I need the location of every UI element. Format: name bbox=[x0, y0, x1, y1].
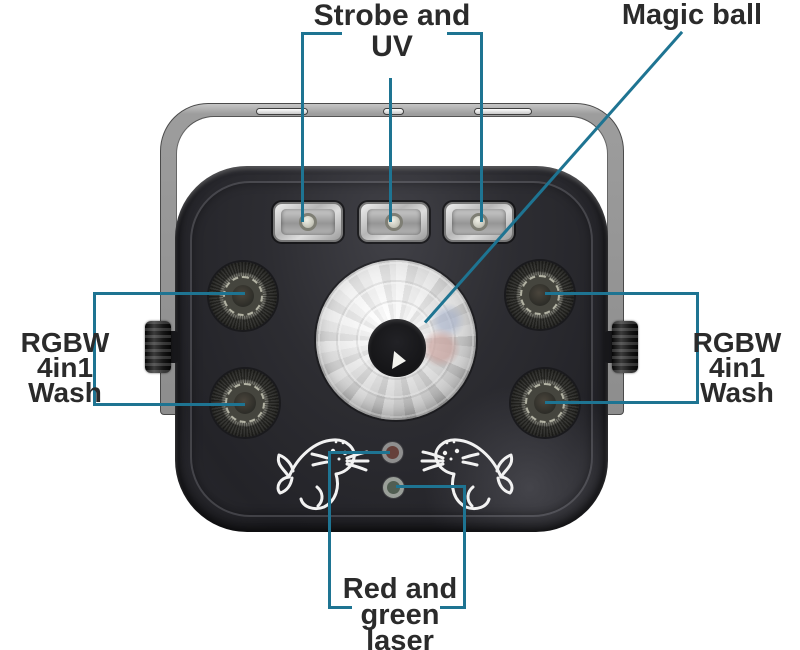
laser-callout-line bbox=[328, 606, 352, 609]
strobe-led-chip bbox=[470, 213, 488, 231]
strobe-callout-line bbox=[447, 32, 483, 35]
magic-ball-glint bbox=[392, 351, 406, 369]
laser-label-line2: green bbox=[360, 599, 440, 631]
strobe-uv-led-1 bbox=[273, 202, 343, 242]
wash-left-callout-line bbox=[93, 292, 96, 406]
wash-led-ring bbox=[223, 276, 263, 316]
magic-ball-lens bbox=[368, 319, 426, 377]
laser-callout-line bbox=[463, 485, 466, 609]
wash-led-core bbox=[234, 392, 256, 414]
seal-right bbox=[420, 438, 514, 511]
wash-left-label-line2: Wash bbox=[28, 377, 102, 408]
laser-label: Red and green laser bbox=[320, 573, 480, 650]
wash-left-callout-line bbox=[93, 403, 245, 406]
wash-led-top-left bbox=[209, 262, 277, 330]
strobe-callout-line bbox=[480, 32, 483, 222]
wash-right-callout-line bbox=[545, 292, 699, 295]
wash-left-callout-line bbox=[93, 292, 245, 295]
strobe-uv-label-line2: UV bbox=[371, 30, 413, 63]
wash-right-callout-line bbox=[696, 292, 699, 404]
bracket-slot-left bbox=[256, 108, 308, 115]
bracket-slot-right bbox=[474, 108, 532, 115]
wash-right-label-line2: Wash bbox=[700, 377, 774, 408]
right-side-knob bbox=[612, 321, 638, 373]
strobe-callout-line bbox=[389, 78, 392, 222]
strobe-callout-line bbox=[301, 32, 304, 222]
wash-right-label-line1: RGBW 4in1 bbox=[692, 327, 782, 383]
wash-right-label: RGBW 4in1 Wash bbox=[670, 327, 800, 408]
laser-label-line1: Red and bbox=[342, 573, 458, 605]
wash-led-core bbox=[232, 285, 254, 307]
magic-ball bbox=[316, 260, 476, 420]
bracket-slot-center bbox=[383, 108, 404, 115]
laser-label-line3: laser bbox=[366, 625, 434, 650]
strobe-uv-label: Strobe and UV bbox=[292, 0, 492, 62]
wash-led-top-right bbox=[506, 261, 574, 329]
strobe-uv-led-2 bbox=[359, 202, 429, 242]
laser-callout-line bbox=[328, 451, 390, 454]
laser-callout-line bbox=[328, 451, 331, 609]
laser-callout-line bbox=[440, 606, 466, 609]
left-side-knob bbox=[145, 321, 171, 373]
wash-right-callout-line bbox=[545, 401, 699, 404]
wash-led-ring bbox=[520, 275, 560, 315]
wash-left-label: RGBW 4in1 Wash bbox=[0, 327, 132, 408]
strobe-led-chip bbox=[385, 213, 403, 231]
laser-callout-line bbox=[396, 485, 466, 488]
strobe-callout-line bbox=[302, 32, 342, 35]
magic-ball-label: Magic ball bbox=[612, 0, 772, 31]
magic-ball-label-text: Magic ball bbox=[621, 0, 763, 31]
strobe-uv-label-line1: Strobe and bbox=[313, 0, 471, 32]
wash-led-core bbox=[529, 284, 551, 306]
wash-left-label-line1: RGBW 4in1 bbox=[20, 327, 110, 383]
